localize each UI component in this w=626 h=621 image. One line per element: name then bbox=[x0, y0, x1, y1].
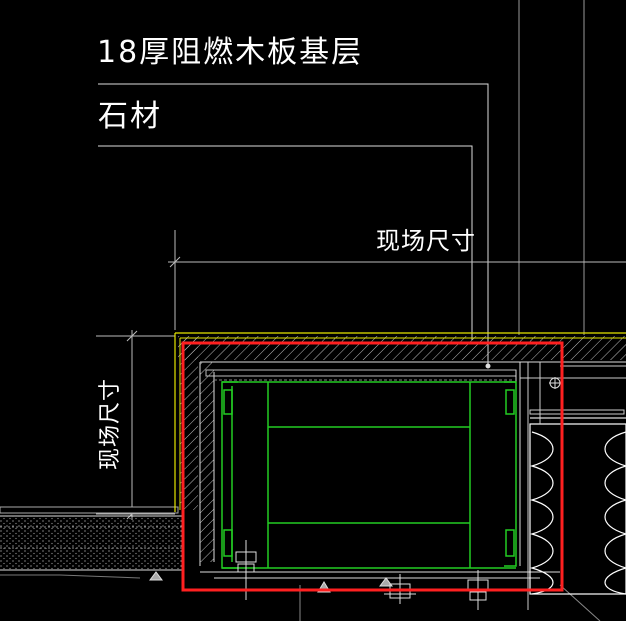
right-wall-detail bbox=[520, 362, 626, 610]
highlight-frame bbox=[181, 341, 564, 592]
leader-lines bbox=[98, 83, 491, 369]
ground-line bbox=[149, 571, 601, 621]
annotation-stone: 石材 bbox=[98, 99, 162, 134]
dimension-label-vertical: 现场尺寸 bbox=[98, 377, 123, 470]
stone-cladding bbox=[175, 332, 626, 363]
annotation-board-base-layer: 18厚阻燃木板基层 bbox=[97, 35, 364, 70]
horizontal-dimension bbox=[168, 230, 626, 330]
insulation-layer bbox=[529, 417, 626, 595]
reference-lines bbox=[518, 0, 585, 335]
vertical-dimension bbox=[96, 330, 175, 520]
floor-slab bbox=[0, 506, 184, 579]
cross-marker-icon bbox=[549, 377, 561, 389]
steel-frame bbox=[221, 381, 517, 569]
board-base-layer bbox=[205, 362, 521, 566]
dimension-label-horizontal: 现场尺寸 bbox=[376, 227, 476, 255]
